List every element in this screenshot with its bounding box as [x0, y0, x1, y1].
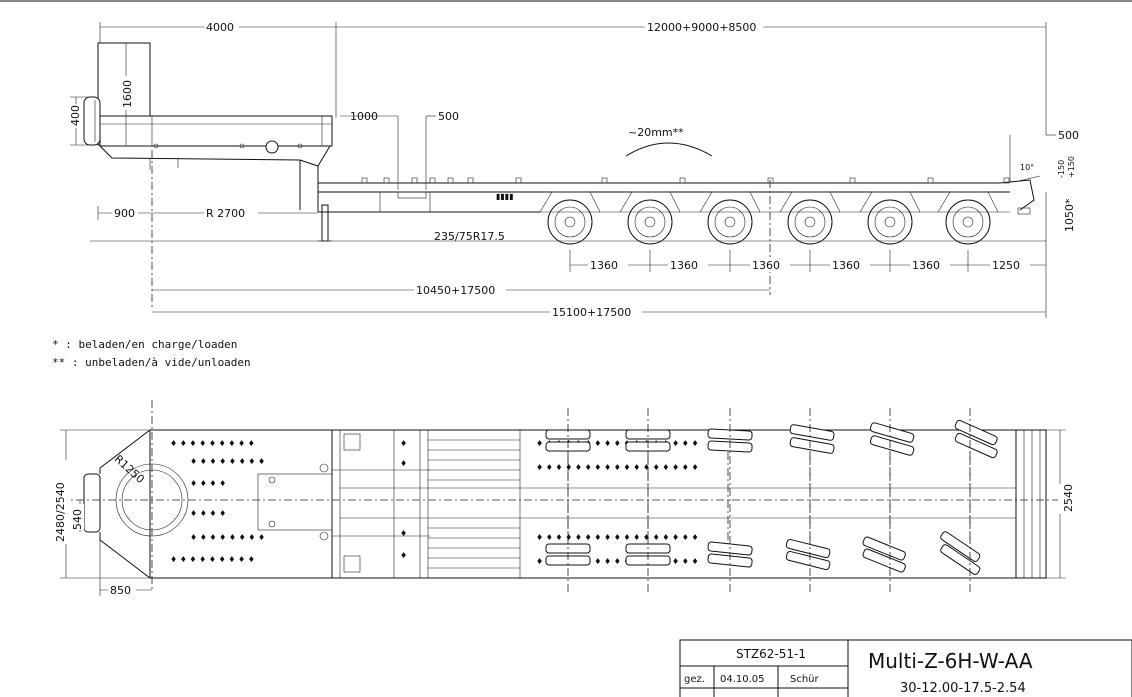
- tol-minus: -150: [1057, 160, 1066, 178]
- dim-kingpin-front: 850: [110, 584, 131, 597]
- dim-overall-length: 15100+17500: [552, 306, 631, 319]
- top-view: R1250 ♦ ♦ ♦ ♦ ♦ ♦ ♦ ♦ ♦ ♦ ♦ ♦ ♦ ♦ ♦ ♦ ♦ …: [52, 400, 1075, 597]
- note-loaded: * : beladen/en charge/loaden: [52, 338, 237, 351]
- drawing-subtitle: 30-12.00-17.5-2.54: [900, 681, 1026, 696]
- svg-text:♦ ♦ ♦ ♦ ♦ ♦ ♦ ♦: ♦ ♦ ♦ ♦ ♦ ♦ ♦ ♦: [190, 533, 265, 542]
- dim-kingpin-to-axle: 10450+17500: [416, 284, 495, 297]
- svg-text:▮▮▮▮: ▮▮▮▮: [496, 192, 514, 201]
- dim-step-1000: 1000: [350, 110, 378, 123]
- neck-dimensions: 1600 400: [66, 43, 136, 146]
- svg-text:♦ ♦ ♦ ♦ ♦ ♦ ♦ ♦ ♦ ♦: ♦ ♦ ♦ ♦ ♦ ♦ ♦ ♦ ♦ ♦ ♦ ♦ ♦ ♦ ♦ ♦ ♦: [536, 533, 699, 542]
- svg-text:♦: ♦: [400, 439, 407, 448]
- dim-deck-height: 1050*: [1063, 198, 1076, 232]
- dim-rear-width: 2540: [1062, 484, 1075, 512]
- kingpin-plate: R1250: [112, 433, 361, 573]
- drawing-title: Multi-Z-6H-W-AA: [868, 649, 1033, 673]
- wheel-1: [539, 191, 601, 245]
- axle-1: [545, 429, 591, 566]
- title-block: STZ62-51-1 gez. 04.10.05 Schür Multi-Z-6…: [679, 639, 1132, 697]
- axle-3: [707, 428, 753, 568]
- svg-text:♦ ♦ ♦ ♦ ♦ ♦ ♦ ♦ ♦ ♦: ♦ ♦ ♦ ♦ ♦ ♦ ♦ ♦ ♦ ♦ ♦ ♦ ♦ ♦ ♦ ♦ ♦: [536, 439, 699, 448]
- svg-text:♦ ♦ ♦ ♦: ♦ ♦ ♦ ♦: [190, 509, 226, 518]
- axle-5: [862, 422, 915, 573]
- wheel-4: [779, 191, 841, 245]
- axle-spacing: 1360: [832, 259, 860, 272]
- kingpin-front-dimension: 850: [99, 540, 152, 597]
- dim-ramp-angle: 10°: [1020, 163, 1034, 172]
- svg-text:♦: ♦: [400, 551, 407, 560]
- axle-spacing: 1360: [752, 259, 780, 272]
- wheel-2: [619, 191, 681, 245]
- dim-king-height: 400: [69, 105, 82, 126]
- dim-rear-500: 500: [1058, 129, 1079, 142]
- deflection-indicator: ~20mm**: [625, 126, 713, 157]
- deck-pattern: ♦ ♦ ♦ ♦ ♦ ♦ ♦ ♦ ♦ ♦ ♦ ♦ ♦ ♦ ♦ ♦ ♦ ♦ ♦ ♦ …: [170, 439, 699, 566]
- axle-4: [785, 424, 835, 571]
- drawn-by: Schür: [790, 674, 820, 685]
- wheel-set: [539, 191, 1010, 245]
- dim-kingpin-offset: 540: [71, 509, 84, 530]
- svg-text:♦: ♦: [400, 529, 407, 538]
- dim-deck-length: 12000+9000+8500: [647, 21, 756, 34]
- axle-spacing: 1360: [670, 259, 698, 272]
- axle-spacing: 1360: [912, 259, 940, 272]
- note-unloaded: ** : unbeladen/à vide/unloaden: [52, 356, 251, 369]
- wheel-3: [699, 191, 761, 245]
- rear-overhang: 1250: [992, 259, 1020, 272]
- drawing-number: STZ62-51-1: [736, 647, 806, 661]
- dim-step-500: 500: [438, 110, 459, 123]
- tyre-size: 235/75R17.5: [434, 230, 505, 243]
- axle-6: [940, 419, 998, 575]
- dim-gooseneck-length: 4000: [206, 21, 234, 34]
- svg-text:♦ ♦ ♦ ♦: ♦ ♦ ♦ ♦: [190, 479, 226, 488]
- top-dimension-line: 4000 12000+9000+8500: [99, 20, 1047, 135]
- svg-text:♦: ♦: [400, 459, 407, 468]
- svg-text:♦ ♦ ♦ ♦ ♦ ♦ ♦ ♦ ♦ ♦: ♦ ♦ ♦ ♦ ♦ ♦ ♦ ♦ ♦ ♦ ♦ ♦ ♦ ♦ ♦ ♦ ♦: [536, 557, 699, 566]
- step-dimensions: 1000 500: [340, 110, 459, 190]
- lashing-points: [361, 177, 1010, 184]
- side-view: 4000 12000+9000+8500: [66, 20, 1079, 319]
- axle-spacing-dimensions: 1360 1360 1360 1360 1360 1250: [569, 250, 1046, 272]
- swing-dimensions: 900 R 2700: [97, 206, 318, 220]
- wheel-6: [937, 191, 999, 245]
- svg-text:♦ ♦ ♦ ♦ ♦ ♦ ♦ ♦: ♦ ♦ ♦ ♦ ♦ ♦ ♦ ♦: [190, 457, 265, 466]
- svg-text:♦ ♦ ♦ ♦ ♦ ♦ ♦ ♦ ♦: ♦ ♦ ♦ ♦ ♦ ♦ ♦ ♦ ♦: [170, 439, 255, 448]
- dim-front-overhang: 900: [114, 207, 135, 220]
- top-width-dimensions: 2480/2540 540 2540: [52, 429, 1075, 579]
- dim-swing-radius: R 2700: [206, 207, 245, 220]
- svg-text:♦ ♦ ♦ ♦ ♦ ♦ ♦ ♦ ♦: ♦ ♦ ♦ ♦ ♦ ♦ ♦ ♦ ♦: [170, 555, 255, 564]
- dim-neck-height: 1600: [121, 80, 134, 108]
- drawn-date: 04.10.05: [720, 674, 765, 685]
- deck-height-dimensions: 500 -150 +150 1050*: [1009, 129, 1079, 241]
- tol-plus: +150: [1067, 156, 1076, 178]
- axle-2: [625, 429, 671, 566]
- dim-kingpin-radius: R1250: [112, 452, 147, 486]
- axle-spacing: 1360: [590, 259, 618, 272]
- notes: * : beladen/en charge/loaden ** : unbela…: [52, 338, 251, 369]
- gooseneck: [83, 42, 333, 242]
- ramp-plates: [428, 430, 521, 578]
- dim-deflection: ~20mm**: [628, 126, 684, 139]
- overall-dimensions: 10450+17500 15100+17500: [152, 240, 1047, 319]
- drawn-label: gez.: [684, 674, 705, 685]
- dim-overall-width: 2480/2540: [54, 482, 67, 542]
- wheel-5: [859, 191, 921, 245]
- svg-text:♦ ♦ ♦ ♦ ♦ ♦ ♦ ♦ ♦ ♦: ♦ ♦ ♦ ♦ ♦ ♦ ♦ ♦ ♦ ♦ ♦ ♦ ♦ ♦ ♦ ♦ ♦: [536, 463, 699, 472]
